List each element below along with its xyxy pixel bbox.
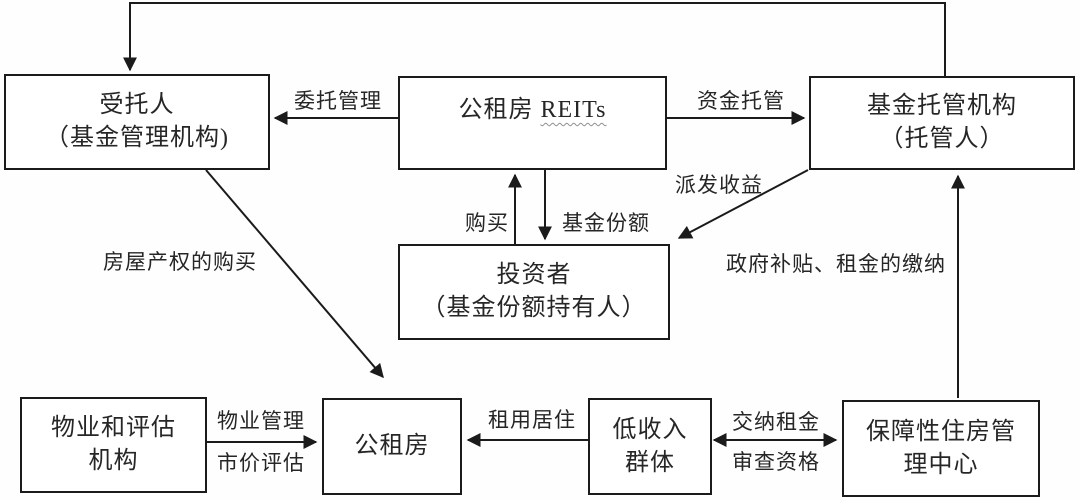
edge-label-entrust-management: 委托管理 (294, 89, 382, 113)
edge-label-rent-living: 租用居住 (488, 408, 576, 432)
node-label-part: 公租房 (458, 97, 541, 123)
edge-label-property-management-appraisal-2: 市价评估 (217, 451, 305, 475)
node-public-housing: 公租房 (322, 398, 462, 495)
edge-label-property-management-appraisal-1: 物业管理 (217, 409, 305, 433)
node-low-income-group-label-line: 低收入 (612, 416, 688, 443)
node-trustee-label-line: 受托人 (99, 92, 175, 118)
node-public-housing-label-line: 公租房 (354, 433, 430, 459)
node-housing-management-center: 保障性住房管理中心 (842, 400, 1040, 497)
edge-label-pay-rent-review-qualification-1: 交纳租金 (732, 410, 820, 434)
node-investor-label-line: 投资者 (496, 262, 572, 288)
node-trustee: 受托人 （基金管理机构) (4, 74, 270, 170)
edge-label-subsidy-and-rent-payment: 政府补贴、租金的缴纳 (726, 252, 946, 276)
node-housing-management-center-label-line: 理中心 (903, 451, 979, 478)
node-investor-label-line: （基金份额持有人） (421, 295, 647, 321)
node-housing-management-center-label-line: 保障性住房管 (866, 418, 1016, 445)
node-trustee-label-line: （基金管理机构) (45, 125, 229, 151)
node-investor: 投资者 （基金份额持有人） (398, 244, 670, 340)
node-low-income-group: 低收入群体 (588, 398, 712, 495)
node-custodian: 基金托管机构 （托管人） (809, 76, 1075, 170)
node-custodian-label-line: （托管人） (879, 126, 1005, 152)
edge-label-purchase: 购买 (465, 211, 509, 235)
node-label-wavy-part: REITs (540, 97, 607, 123)
node-property-appraisal-agency-label-line: 机构 (88, 448, 139, 474)
edge-label-pay-rent-review-qualification-2: 审查资格 (732, 450, 820, 474)
node-low-income-group-label-line: 群体 (625, 449, 675, 476)
edge-label-fund-shares: 基金份额 (562, 211, 650, 235)
edge-label-house-property-purchase: 房屋产权的购买 (103, 250, 257, 274)
edge-label-distribute-income: 派发收益 (675, 173, 763, 197)
node-custodian-label-line: 基金托管机构 (867, 93, 1017, 119)
node-property-appraisal-agency: 物业和评估机构 (20, 397, 207, 493)
node-reits-label-line: 公租房 REITs (459, 94, 607, 127)
node-reits: 公租房 REITs (398, 76, 667, 170)
edge-label-fund-custody: 资金托管 (697, 89, 785, 113)
node-property-appraisal-agency-label-line: 物业和评估 (51, 415, 176, 441)
edge-custodian-to-trustee-top-loop (123, 2, 946, 76)
